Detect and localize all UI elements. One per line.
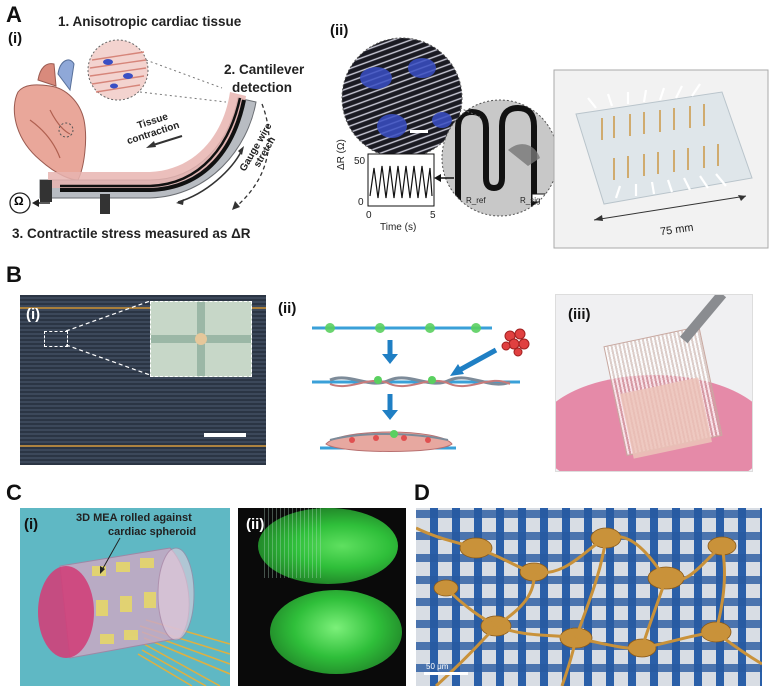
chip-photo <box>553 69 769 249</box>
spheroid-top <box>258 508 398 584</box>
fluorescence-magnified-circle <box>342 38 462 158</box>
panel-a-ii-figure <box>341 37 769 249</box>
panel-c-ii-fluorescence <box>238 508 406 686</box>
zoom-lines <box>65 300 151 376</box>
mea-annotation-line2: cardiac spheroid <box>108 526 197 538</box>
scale-bar <box>204 433 246 437</box>
plot-ylabel: ΔR (Ω) <box>336 139 347 170</box>
panel-b-ii-label: (ii) <box>278 300 297 317</box>
panel-b-letter: B <box>6 262 22 287</box>
panel-b-ii-schematic <box>312 323 530 452</box>
r-ref-label: R_ref <box>466 196 486 205</box>
step2-line2: detection <box>232 80 293 95</box>
d-scale-bar <box>424 672 468 675</box>
panel-b-iii-label: (iii) <box>568 306 591 323</box>
ohm-symbol: Ω <box>14 194 24 208</box>
panel-c-i-label: (i) <box>24 516 39 533</box>
zoom-inset <box>150 301 252 377</box>
panel-a-letter: A <box>6 2 22 27</box>
zoom-source-box <box>44 331 68 347</box>
plot-xlabel: Time (s) <box>380 222 417 233</box>
panel-d-sem-image <box>416 508 762 686</box>
panel-c-letter: C <box>6 480 22 505</box>
panel-b-i-photo <box>20 295 266 465</box>
plot-xtick-5: 5 <box>430 210 436 221</box>
panel-d-letter: D <box>414 480 430 505</box>
panel-b-i-label: (i) <box>26 306 41 323</box>
tissue-magnified-circle <box>87 39 149 101</box>
electrode-grid <box>264 508 322 578</box>
panel-a-i-schematic <box>9 39 270 214</box>
d-scale-label: 50 μm <box>426 662 449 671</box>
panel-b-iii-photo <box>555 294 753 472</box>
panel-c-i-illustration <box>20 508 230 686</box>
gold-line-top <box>20 307 266 309</box>
panel-a-i-label: (i) <box>8 30 23 47</box>
cell-cluster <box>501 328 530 357</box>
neurons-overlay <box>416 526 762 686</box>
resistance-trace <box>369 165 433 199</box>
gold-line-bottom <box>20 445 266 447</box>
r-sig-label: R_sig <box>520 196 541 205</box>
panel-c-ii-label: (ii) <box>246 516 265 533</box>
forceps <box>679 295 727 344</box>
panel-a-ii-label: (ii) <box>330 22 349 39</box>
step3-label: 3. Contractile stress measured as ΔR <box>12 226 251 241</box>
plot-ytick-0: 0 <box>358 197 364 208</box>
plot-ytick-50: 50 <box>354 156 366 167</box>
heart-illustration <box>13 59 87 181</box>
electrode-array <box>416 508 762 686</box>
step2-line1: 2. Cantilever <box>224 62 305 77</box>
mea-annotation-line1: 3D MEA rolled against <box>76 512 192 524</box>
plot-xtick-0: 0 <box>366 210 372 221</box>
spheroid-bottom <box>270 590 402 674</box>
step1-label: 1. Anisotropic cardiac tissue <box>58 14 242 29</box>
